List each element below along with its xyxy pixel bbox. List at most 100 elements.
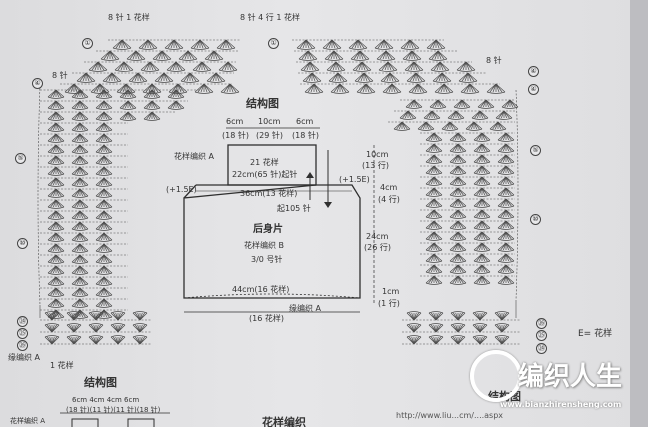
neck-repeat-label: 21 花样 — [250, 158, 279, 167]
fan-stitch — [354, 72, 374, 83]
fan-stitch — [380, 72, 400, 83]
fan-stitch — [298, 50, 318, 61]
fan-stitch — [473, 275, 491, 285]
fan-stitch — [71, 210, 89, 220]
side-incr-right-label: (+1.5E) — [339, 175, 370, 184]
right-edge-chain — [515, 89, 519, 301]
row-marker-1-left: ① — [82, 38, 93, 49]
fan-stitch — [425, 154, 443, 164]
row-marker-1-right: ① — [268, 38, 279, 49]
fan-stitch — [66, 335, 82, 345]
fan-stitch — [47, 287, 65, 297]
top-stitches-mid: (29 针) — [256, 131, 283, 140]
fan-stitch — [47, 166, 65, 176]
fan-stitch — [348, 39, 368, 50]
fan-stitch — [501, 99, 519, 109]
fan-stitch — [47, 122, 65, 132]
fan-stitch — [441, 121, 459, 131]
fan-stitch — [406, 323, 422, 333]
fan-stitch — [296, 39, 316, 50]
fan-stitch — [472, 323, 488, 333]
site-logo: 编织人生 www.bianzhirensheng.com — [470, 350, 630, 410]
fan-stitch — [458, 72, 478, 83]
fan-stitch — [356, 83, 376, 94]
fan-stitch — [473, 231, 491, 241]
fan-stitch — [426, 39, 446, 50]
hook-size-label: 3/0 号针 — [251, 255, 283, 264]
fan-stitch — [352, 61, 372, 72]
fan-stitch — [473, 253, 491, 263]
fan-stitch — [47, 155, 65, 165]
fan-stitch — [460, 83, 480, 94]
height-2-rows-label: (4 行) — [378, 195, 400, 204]
piece-name-label: 后身片 — [253, 224, 283, 235]
fan-stitch — [425, 187, 443, 197]
fan-stitch — [399, 110, 417, 120]
scan-edge-shadow — [630, 0, 648, 427]
fan-stitch — [88, 323, 104, 333]
body-shoulder-left — [183, 184, 197, 199]
fan-stitch — [497, 209, 515, 219]
fan-stitch — [112, 39, 132, 50]
fan-stitch — [138, 39, 158, 50]
fan-stitch — [425, 209, 443, 219]
fan-stitch — [473, 220, 491, 230]
fan-stitch — [154, 72, 174, 83]
fan-stitch — [71, 298, 89, 308]
fan-stitch — [428, 335, 444, 345]
fan-stitch — [47, 276, 65, 286]
fan-stitch — [471, 110, 489, 120]
fan-stitch — [192, 61, 212, 72]
fan-stitch — [449, 165, 467, 175]
fan-stitch — [400, 39, 420, 50]
fan-stitch — [194, 83, 214, 94]
row-marker-4-left: ④ — [32, 78, 43, 89]
fan-stitch — [143, 111, 161, 121]
neck-width-label: 22cm(65 针)起针 — [232, 170, 298, 179]
fan-stitch — [47, 232, 65, 242]
fan-stitch — [71, 111, 89, 121]
fan-stitch — [47, 210, 65, 220]
fan-stitch — [119, 100, 137, 110]
fan-stitch — [95, 122, 113, 132]
fan-stitch — [350, 50, 370, 61]
bottom-pattern-title: 花样编织 — [262, 416, 306, 427]
fan-stitch — [449, 187, 467, 197]
fan-stitch — [167, 100, 185, 110]
fan-stitch — [326, 61, 346, 72]
fan-stitch — [88, 335, 104, 345]
fan-stitch — [47, 144, 65, 154]
height-4-rows-label: (1 行) — [378, 299, 400, 308]
fan-stitch — [71, 243, 89, 253]
fan-stitch — [71, 254, 89, 264]
fan-stitch — [453, 99, 471, 109]
fan-stitch — [47, 188, 65, 198]
fan-stitch — [114, 61, 134, 72]
top-stitches-left: (18 针) — [222, 131, 249, 140]
fan-stitch — [132, 311, 148, 321]
fan-stitch — [473, 154, 491, 164]
fan-stitch — [47, 100, 65, 110]
fan-stitch — [190, 39, 210, 50]
logo-text: 编织人生 — [518, 362, 623, 392]
right-side-count-label: 8 针 — [486, 56, 502, 65]
height-1-rows-label: (13 行) — [362, 161, 389, 170]
fan-stitch — [126, 50, 146, 61]
fan-stitch — [456, 61, 476, 72]
fan-stitch — [100, 50, 120, 61]
fan-stitch — [71, 144, 89, 154]
fan-stitch — [449, 242, 467, 252]
fan-stitch — [497, 165, 515, 175]
fan-stitch — [132, 323, 148, 333]
edge-a-band — [183, 293, 361, 299]
fan-stitch — [473, 209, 491, 219]
fan-stitch — [166, 61, 186, 72]
watermark-url: http://www.liu...cm/....aspx — [396, 411, 504, 420]
fan-stitch — [434, 83, 454, 94]
fan-stitch — [473, 264, 491, 274]
fan-stitch — [425, 143, 443, 153]
fan-stitch — [428, 50, 448, 61]
height-4-label: 1cm — [382, 287, 400, 296]
fan-stitch — [95, 265, 113, 275]
